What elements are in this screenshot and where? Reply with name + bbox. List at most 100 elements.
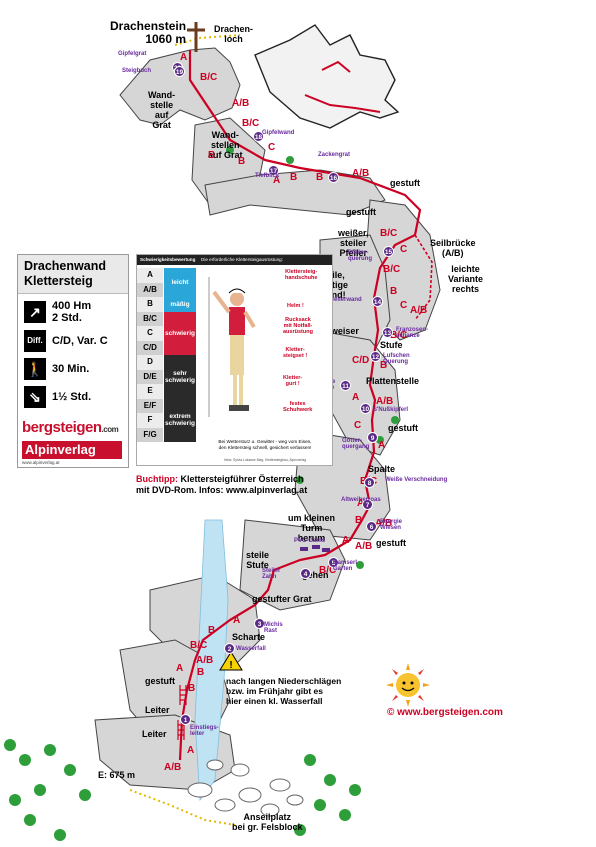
waypoint-marker: 4: [300, 568, 311, 579]
waypoint-name: Energie Wiesen: [380, 519, 403, 531]
route-grade-label: A: [342, 535, 350, 546]
waypoint-marker: 5: [328, 557, 339, 568]
svg-text:!: !: [229, 660, 232, 671]
cave-label: Drachen- loch: [214, 24, 254, 44]
route-grade-label: A/B: [164, 762, 182, 773]
route-grade-label: B: [355, 515, 363, 526]
label-leiter-1: Leiter: [145, 705, 170, 715]
route-grade-label: C: [268, 142, 276, 153]
waypoint-name: Gipfelgrat: [118, 51, 147, 57]
grade-cell: C/D: [137, 340, 163, 355]
route-grade-label: A: [233, 615, 241, 626]
waypoint-marker: 13: [382, 327, 393, 338]
difficulty-band: extrem schwierig: [164, 398, 196, 442]
summit-path: [174, 34, 241, 46]
grade-cell: A/B: [137, 282, 163, 297]
label-plattenstelle: Plattenstelle: [366, 376, 420, 386]
label-leiter-2: Leiter: [142, 729, 167, 739]
waypoint-name: Steiler Zahn: [262, 568, 281, 580]
grade-cell: F: [137, 413, 163, 428]
label-gestufter-grat: gestufter Grat: [252, 594, 312, 604]
grade-cell: F/G: [137, 427, 163, 442]
stat-value: C/D, Var. C: [52, 335, 108, 347]
route-grade-label: B: [390, 286, 398, 297]
waypoint-marker: 10: [360, 403, 371, 414]
route-grade-label: A/B: [232, 98, 250, 109]
approach-walk-icon: 🚶: [24, 358, 46, 380]
waypoint-marker: 12: [370, 351, 381, 362]
route-grade-label: B: [197, 667, 205, 678]
label-scharte: Scharte: [232, 632, 266, 642]
gear-item-label: Rucksack mit Notfall- ausrüstung: [283, 317, 313, 335]
route-grade-label: B: [188, 683, 196, 694]
variante-rechts: [414, 234, 433, 321]
label-gestuft-1: gestuft: [390, 178, 420, 188]
stat-row: ⇘ 1½ Std.: [24, 386, 128, 408]
waypoint-marker: 9: [367, 432, 378, 443]
waypoint-name: Zackengrat: [318, 152, 351, 158]
waypoint-marker: 1: [180, 714, 191, 725]
route-grade-label: A/B: [376, 396, 394, 407]
gear-item-label: Helm !: [287, 303, 304, 309]
waypoint-name: Einstiegs- leiter: [190, 725, 219, 737]
label-gestuft-2: gestuft: [346, 207, 376, 217]
grade-cell: E: [137, 384, 163, 399]
waypoint-name: Götter- quergang: [342, 438, 370, 450]
stat-row: 🚶 30 Min.: [24, 358, 128, 380]
scale-source: Infos: Sylvia Lukasse Mag. Klettersteigb…: [223, 458, 307, 462]
route-grade-label: B/C: [319, 565, 337, 576]
waypoint-marker: 2: [224, 643, 235, 654]
label-spalte: Spalte: [368, 464, 396, 474]
waypoint-marker: 17: [268, 165, 279, 176]
label-anseilplatz: Anseilplatz bei gr. Felsblock: [232, 812, 303, 832]
sun-logo-icon: [386, 663, 430, 707]
stat-value: 30 Min.: [52, 363, 90, 375]
waypoint-marker: 14: [372, 296, 383, 307]
gear-item-label: Klettersteig- handschuhe: [285, 269, 318, 281]
waypoint-marker: 15: [383, 246, 394, 257]
route-grade-label: B: [380, 360, 388, 371]
stat-value: 1½ Std.: [52, 391, 92, 403]
waypoint-name: Pfeiler- querung: [348, 250, 372, 262]
waypoint-name: Pfeilerwand: [328, 297, 362, 303]
stat-value: 400 Hm 2 Std.: [52, 300, 92, 324]
waypoint-marker: 8: [364, 477, 375, 488]
waypoint-marker: 19: [174, 66, 185, 77]
route-grade-label: C/D: [352, 355, 370, 366]
difficulty-icon: Diff.: [24, 330, 46, 352]
weather-warning: Bei Wettersturz u. Gewitter - weg vom Ei…: [218, 439, 312, 450]
summit-cross-icon: [187, 22, 205, 52]
route-grade-label: C: [400, 244, 408, 255]
route-grade-label: B/C: [380, 228, 398, 239]
pvc-gams-figures: [300, 545, 330, 552]
grade-cell: E/F: [137, 398, 163, 413]
stat-row: Diff. C/D, Var. C: [24, 330, 128, 352]
gear-item-label: Kletter- steigset !: [283, 347, 308, 359]
label-weisser-pfeiler: weißer, steiler Pfeiler: [338, 228, 369, 258]
route-grade-label: A/B: [410, 305, 428, 316]
waypoint-name: Wasserfall: [236, 646, 266, 652]
waypoint-marker: 7: [362, 499, 373, 510]
route-grade-label: B: [208, 150, 216, 161]
waypoint-name: Franzosen- schanze: [396, 327, 429, 339]
descent-walk-icon: ⇘: [24, 386, 46, 408]
route-grade-label: A/B: [355, 541, 373, 552]
grade-cell: C: [137, 326, 163, 341]
waypoint-name: Gipfelwand: [262, 130, 295, 136]
route-grade-label: B/C: [242, 118, 260, 129]
route-grade-label: B/C: [190, 640, 208, 651]
stat-row: ↗400 Hm 2 Std.: [24, 300, 128, 324]
difficulty-band: sehr schwierig: [164, 355, 196, 399]
label-gestuft-5: gestuft: [145, 676, 175, 686]
route-grade-label: B: [238, 156, 246, 167]
waypoint-marker: 3: [254, 618, 265, 629]
grade-cell: A: [137, 268, 163, 283]
waypoint-name: Tiefblick: [255, 173, 280, 179]
route-grade-label: A: [180, 52, 188, 63]
waypoint-marker: 16: [328, 172, 339, 183]
label-leichte-variante: leichte Variante rechts: [448, 264, 484, 294]
